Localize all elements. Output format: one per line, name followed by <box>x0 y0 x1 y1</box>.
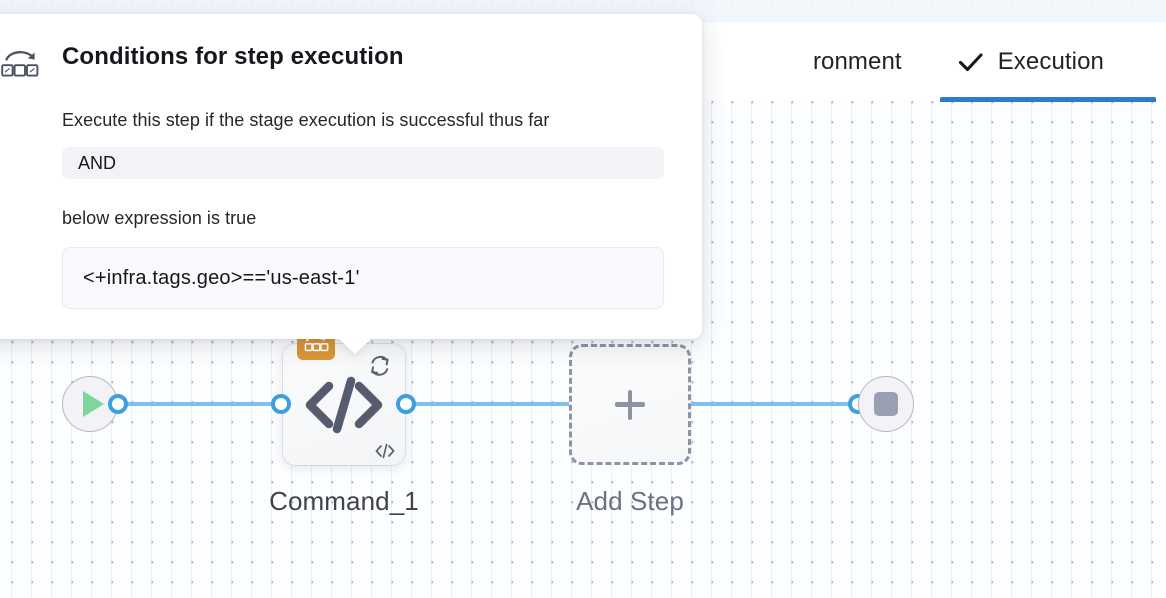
condition-line-2: below expression is true <box>62 208 257 228</box>
step-node-label: Command_1 <box>269 486 419 516</box>
stop-icon <box>874 392 898 416</box>
tab-execution[interactable]: Execution <box>930 22 1166 102</box>
tooltip-header: Conditions for step execution <box>0 40 664 81</box>
tooltip-title: Conditions for step execution <box>62 43 404 70</box>
shell-script-icon <box>0 47 40 81</box>
condition-line-1: Execute this step if the stage execution… <box>62 110 550 130</box>
port-step-out[interactable] <box>396 394 416 414</box>
edge-step-to-addstep <box>398 402 578 406</box>
step-node-command-1[interactable] <box>283 326 405 465</box>
end-node[interactable] <box>858 376 914 432</box>
tooltip-pointer <box>338 338 372 354</box>
port-step-in[interactable] <box>271 394 291 414</box>
conditional-execution-tooltip: Conditions for step execution Execute th… <box>0 14 702 354</box>
play-icon <box>82 391 104 417</box>
tab-environment[interactable]: ronment <box>813 22 930 101</box>
tab-execution-label: Execution <box>997 47 1104 75</box>
plus-icon <box>615 389 645 420</box>
add-step-label: Add Step <box>576 486 684 516</box>
retry-loop-icon <box>364 350 396 382</box>
tab-environment-label: ronment <box>812 47 902 75</box>
edge-start-to-step <box>112 402 292 406</box>
condition-operator: AND <box>62 147 664 179</box>
check-icon <box>958 49 984 75</box>
add-step-button[interactable] <box>569 344 691 465</box>
code-brackets-icon <box>283 344 405 465</box>
condition-expression: <+infra.tags.geo>=='us-east-1' <box>62 247 664 309</box>
tooltip-body: Execute this step if the stage execution… <box>0 107 664 309</box>
port-start-out[interactable] <box>108 394 128 414</box>
code-brackets-small-icon <box>374 442 396 460</box>
edge-addstep-to-end <box>684 402 868 406</box>
